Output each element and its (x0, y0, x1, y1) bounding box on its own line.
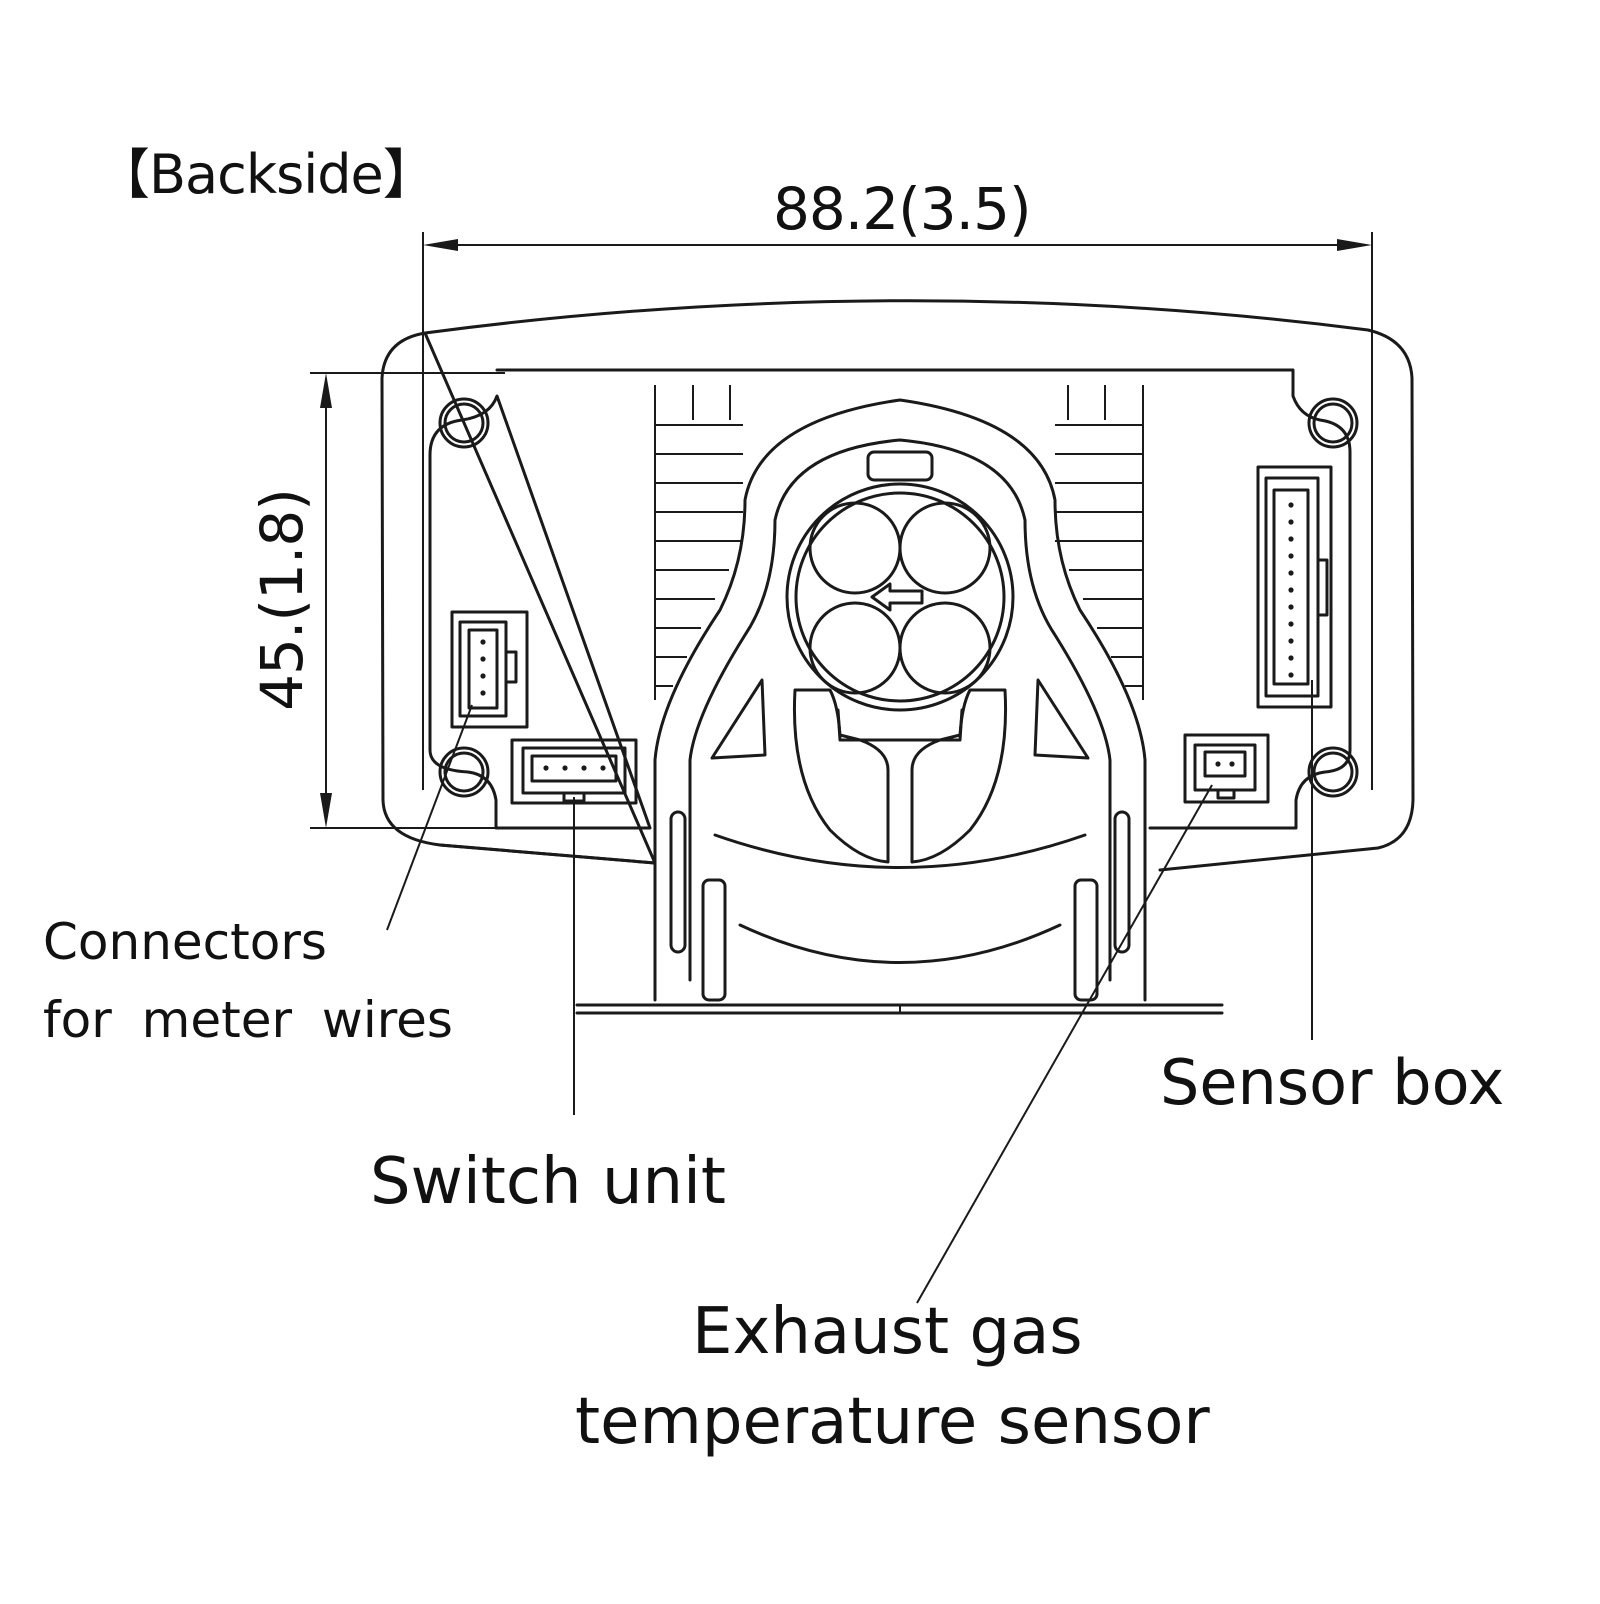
gauge-housing (380, 299, 1415, 872)
exhaust-sensor-connector (1183, 733, 1270, 804)
mounting-holes (438, 397, 1359, 798)
exhaust-label-line1: Exhaust gas (692, 1295, 1083, 1369)
height-dimension (310, 372, 505, 829)
connector-pin (1288, 672, 1294, 678)
height-dimension-label: 45.(1.8) (248, 489, 316, 711)
sensor-port (785, 450, 1015, 742)
connector-pin (1288, 519, 1294, 525)
connectors-label-line1: Connectors (43, 913, 327, 971)
width-dimension (422, 232, 1373, 790)
connector-pin (1288, 621, 1294, 627)
connector-pin (1288, 587, 1294, 593)
connector-pin (1288, 553, 1294, 559)
sensor-box-connector (1256, 465, 1333, 709)
leader-lines (386, 680, 1313, 1304)
connector-pin (1288, 638, 1294, 644)
connector-pin (1288, 604, 1294, 610)
diagram-title: 【Backside】 (96, 143, 437, 206)
connectors-label-line2: for meter wires (43, 991, 453, 1049)
connector-pin (1288, 655, 1294, 661)
switch-unit-label: Switch unit (370, 1145, 726, 1219)
connector-pin (1288, 502, 1294, 508)
connector-pin (1288, 536, 1294, 542)
meter-wires-connector (450, 610, 529, 729)
exhaust-label-line2: temperature sensor (575, 1385, 1210, 1459)
switch-unit-connector (510, 738, 638, 805)
cooling-fins (654, 385, 1144, 700)
connector-pin (1288, 570, 1294, 576)
sensor-box-label: Sensor box (1160, 1046, 1505, 1119)
mounting-bracket (575, 398, 1224, 1015)
width-dimension-label: 88.2(3.5) (773, 175, 1032, 243)
